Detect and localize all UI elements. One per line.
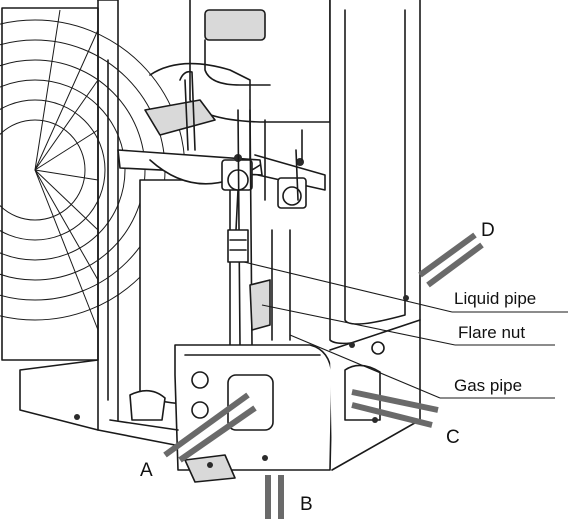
label-flare-nut: Flare nut bbox=[458, 323, 526, 342]
right-panel bbox=[329, 0, 421, 345]
label-gas-pipe: Gas pipe bbox=[454, 376, 523, 395]
label-c: C bbox=[446, 427, 460, 448]
leader-liquid-pipe bbox=[243, 261, 568, 313]
pipe-direction-a bbox=[163, 392, 257, 463]
base-frame bbox=[74, 389, 236, 483]
pipe-direction-d bbox=[418, 232, 484, 288]
fan-grille bbox=[0, 7, 186, 361]
label-d: D bbox=[481, 220, 495, 241]
cabinet-left-wall bbox=[19, 0, 119, 431]
top-panel bbox=[189, 0, 331, 123]
label-b: B bbox=[300, 494, 313, 515]
flare-nut bbox=[227, 229, 271, 331]
pipe-direction-b bbox=[265, 475, 284, 519]
label-a: A bbox=[140, 460, 153, 481]
label-liquid-pipe: Liquid pipe bbox=[454, 289, 537, 308]
leader-gas-pipe bbox=[289, 334, 555, 399]
pipe-direction-c bbox=[351, 389, 439, 428]
leader-flare-nut bbox=[261, 304, 555, 346]
gas-valve bbox=[277, 149, 307, 209]
